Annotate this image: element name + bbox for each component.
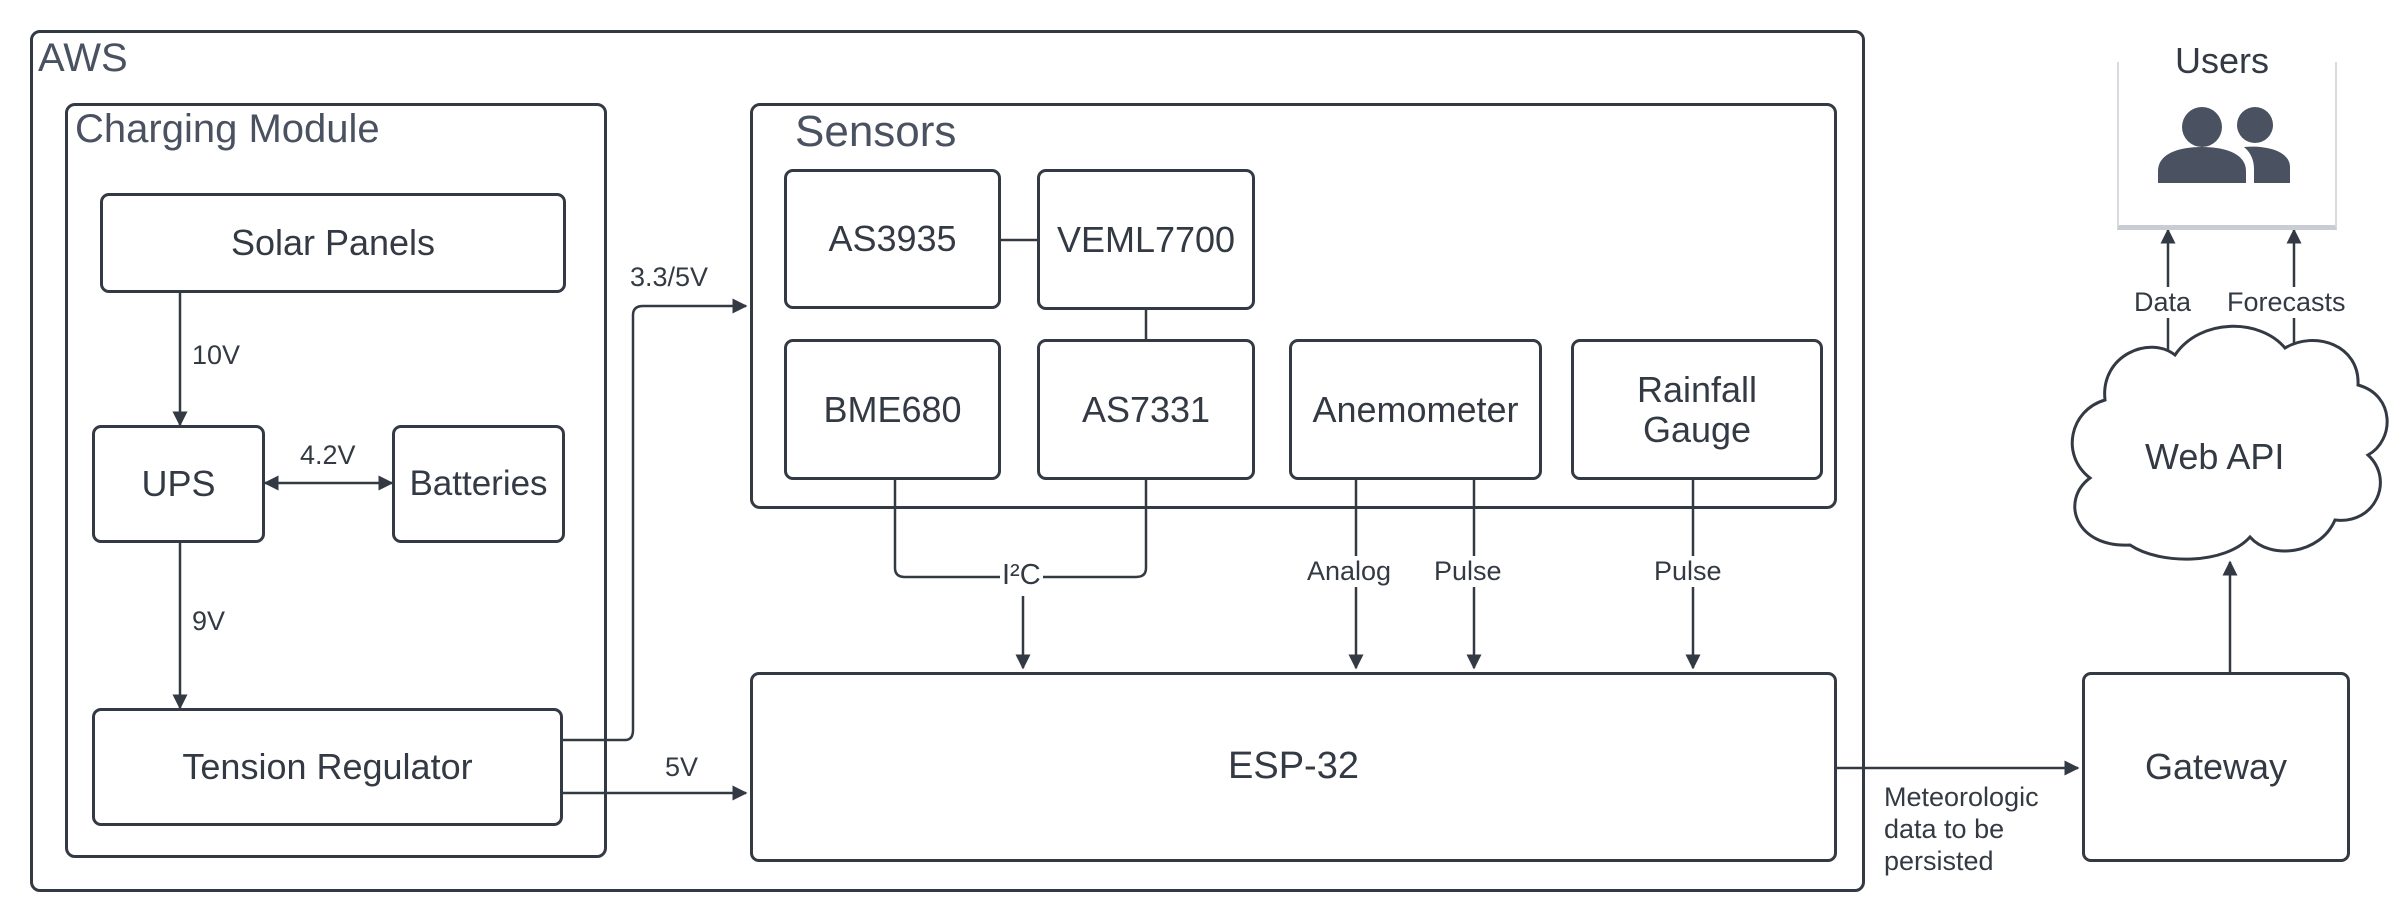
- users-card: [2117, 62, 2337, 230]
- label-4-2v: 4.2V: [298, 440, 358, 471]
- batteries-node: Batteries: [392, 425, 565, 543]
- bme680-node: BME680: [784, 339, 1001, 480]
- users-label: Users: [2175, 40, 2270, 81]
- as7331-node: AS7331: [1037, 339, 1255, 480]
- tension-regulator-node: Tension Regulator: [92, 708, 563, 826]
- label-pulse-anemometer: Pulse: [1432, 556, 1504, 587]
- aws-label: AWS: [38, 36, 128, 80]
- label-10v: 10V: [190, 340, 243, 371]
- ups-node: UPS: [92, 425, 265, 543]
- rainfall-gauge-node: Rainfall Gauge: [1571, 339, 1823, 480]
- label-5v: 5V: [663, 752, 701, 783]
- web-api-label: Web API: [2145, 436, 2285, 477]
- label-analog: Analog: [1305, 556, 1394, 587]
- sensors-label: Sensors: [795, 107, 957, 156]
- charging-module-label: Charging Module: [75, 107, 380, 151]
- label-data: Data: [2132, 287, 2194, 318]
- arrow-regulator-to-sensors: [563, 298, 748, 742]
- label-i2c: I²C: [1000, 559, 1043, 592]
- solar-panels-node: Solar Panels: [100, 193, 566, 293]
- esp32-node: ESP-32: [750, 672, 1837, 862]
- label-pulse-rainfall: Pulse: [1652, 556, 1724, 587]
- anemometer-node: Anemometer: [1289, 339, 1542, 480]
- users-group-icon: [2158, 107, 2290, 183]
- label-meteorologic-data: Meteorologic data to be persisted: [1884, 782, 2039, 876]
- cloud-icon: [2070, 324, 2389, 561]
- label-9v: 9V: [190, 606, 228, 637]
- label-3-3-5v: 3.3/5V: [628, 262, 711, 293]
- as3935-node: AS3935: [784, 169, 1001, 309]
- label-forecasts: Forecasts: [2225, 287, 2348, 318]
- gateway-node: Gateway: [2082, 672, 2350, 862]
- veml7700-node: VEML7700: [1037, 169, 1255, 310]
